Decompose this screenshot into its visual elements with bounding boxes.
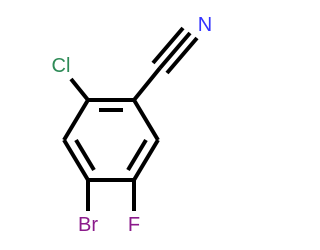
atom-label-cl: Cl — [52, 55, 71, 77]
double-bond-inner-right — [126, 138, 148, 172]
bond-c2-c3 — [132, 98, 160, 142]
molecule-drawing: N Cl Br F — [52, 14, 213, 236]
triple-bond-center — [158, 31, 192, 70]
double-bond-inner-left — [74, 138, 96, 172]
atom-label-n: N — [198, 14, 212, 36]
triple-bond-side-2 — [165, 36, 199, 75]
bond-c6-c1 — [62, 98, 90, 142]
bond-c2-cn — [132, 66, 162, 102]
bond-c3-c4 — [132, 138, 160, 182]
atom-label-br: Br — [78, 214, 98, 236]
atom-label-f: F — [128, 214, 140, 236]
bond-c5-c6 — [62, 138, 90, 182]
triple-bond-side-1 — [151, 26, 185, 65]
bond-c1-cl — [69, 77, 90, 102]
structure-canvas: N Cl Br F — [52, 14, 213, 236]
bonds — [62, 26, 199, 211]
